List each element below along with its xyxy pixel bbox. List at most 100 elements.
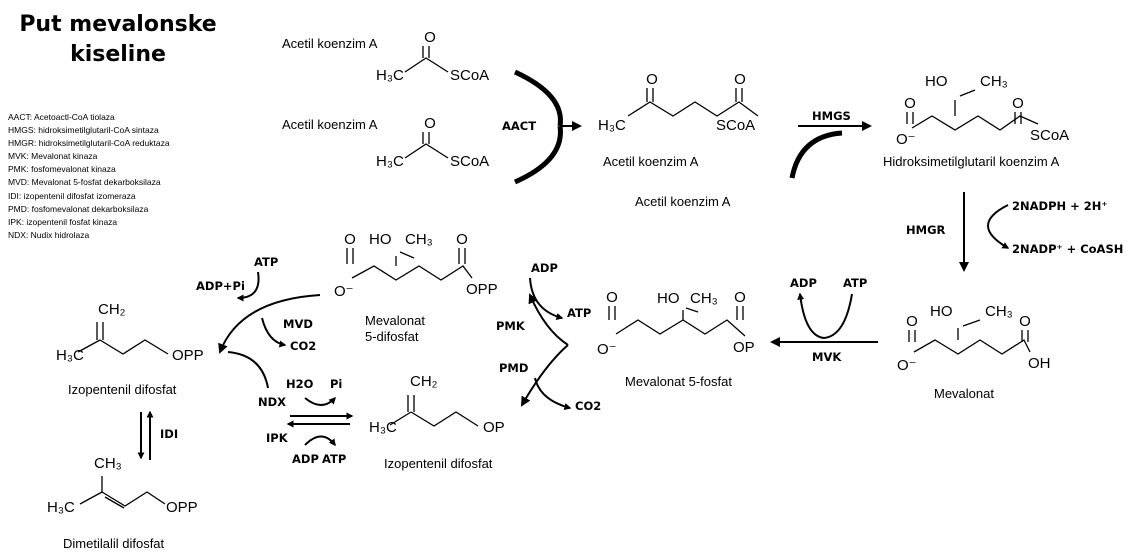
enzyme-label-ndx: NDX: [258, 395, 286, 409]
atom-label: O: [424, 115, 436, 132]
compound-label-acetyl-coa-1: Acetil koenzim A: [282, 36, 378, 51]
atom-label: O: [904, 95, 916, 112]
atom-label: O⁻: [597, 341, 617, 358]
atom-label: SCoA: [450, 67, 489, 84]
atom-label: O: [734, 71, 746, 88]
atom-label: OP: [733, 339, 755, 356]
acetyl-coa-1-structure: Acetil koenzim A O H₃C SCoA: [282, 29, 489, 84]
atom-label: HO: [930, 303, 953, 320]
atom-label: CH₃: [985, 303, 1013, 320]
atom-label: SCoA: [716, 117, 755, 134]
mevalonate-5-diphosphate-structure: HO CH₃ O O O⁻ OPP Mevalonat 5-difosfat: [334, 231, 498, 344]
cofactor-pmd-co2: CO2: [575, 399, 601, 413]
legend-item: AACT: Acetoactl-CoA tiolaza: [8, 112, 115, 122]
atom-label: H₃C: [598, 117, 626, 134]
atom-label: HO: [925, 73, 948, 90]
cofactor-ndx-pi: Pi: [330, 377, 342, 391]
enzyme-legend: AACT: Acetoactl-CoA tiolaza HMGS: hidrok…: [8, 111, 170, 242]
atom-label: OPP: [172, 347, 204, 364]
cofactor-pmk-adp: ADP: [531, 261, 558, 275]
legend-item: MVK: Mevalonat kinaza: [8, 151, 98, 162]
isopentenyl-phosphate-structure: CH₂ H₃C OP Izopentenil difosfat: [369, 373, 505, 471]
pmk-pmd-reaction-arrows: PMK PMD ADP ATP CO2: [496, 261, 601, 413]
cofactor-mvk-adp: ADP: [790, 276, 817, 290]
atom-label: O⁻: [897, 357, 917, 374]
legend-item: PMD: fosfomevalonat dekarboksilaza: [8, 203, 149, 214]
atom-label: CH₃: [690, 290, 718, 307]
enzyme-label-mvd: MVD: [283, 317, 313, 331]
legend-item: HMGR: hidroksimetilglutaril-CoA reduktaz…: [8, 138, 170, 149]
enzyme-label-mvk: MVK: [812, 350, 842, 364]
enzyme-label-hmgr: HMGR: [906, 223, 946, 237]
atom-label: O: [646, 71, 658, 88]
legend-item: NDX: Nudix hidrolaza: [8, 229, 90, 240]
enzyme-label-aact: AACT: [502, 119, 536, 133]
acetoacetyl-coa-structure: O O H₃C SCoA Acetil koenzim A Acetil koe…: [598, 71, 759, 209]
cofactor-ipk-adp: ADP: [292, 452, 319, 466]
cofactor-mvd-co2: CO2: [290, 339, 316, 353]
isopentenyl-diphosphate-structure: CH₂ H₃C OPP Izopentenil difosfat: [56, 301, 204, 397]
compound-label-ipp-left: Izopentenil difosfat: [68, 382, 177, 397]
compound-label-mev5pp-line1: Mevalonat: [365, 313, 425, 328]
atom-label: OPP: [466, 281, 498, 298]
atom-label: CH₃: [980, 73, 1008, 90]
atom-label: OPP: [166, 499, 198, 516]
atom-label: H₃C: [376, 153, 404, 170]
legend-item: MVD: Mevalonat 5-fosfat dekarboksilaza: [8, 177, 161, 188]
compound-label-mev5pp-line2: 5-difosfat: [365, 329, 419, 344]
compound-label-acetoacetyl-a: Acetil koenzim A: [603, 154, 699, 169]
cofactor-ndx-h2o: H2O: [286, 377, 314, 391]
cofactor-mvd-atp: ATP: [254, 255, 278, 269]
atom-label: O⁻: [334, 283, 354, 300]
page-title: Put mevalonske kiseline: [18, 10, 218, 70]
legend-item: PMK: fosfomevalonat kinaza: [8, 164, 116, 175]
atom-label: CH₃: [94, 455, 122, 472]
enzyme-label-ipk: IPK: [266, 431, 289, 445]
atom-label: H₃C: [376, 67, 404, 84]
mevalonate-structure: HO CH₃ O O O⁻ OH Mevalonat: [897, 303, 1051, 401]
enzyme-label-pmk: PMK: [496, 319, 526, 333]
atom-label: H₃C: [369, 419, 397, 436]
atom-label: SCoA: [1030, 127, 1069, 144]
legend-item: IDI: izopentenil difosfat izomeraza: [8, 190, 136, 201]
title-line-2: kiseline: [70, 42, 166, 67]
atom-label: OH: [1028, 355, 1051, 372]
cofactor-mvd-adp: ADP+Pi: [196, 279, 245, 293]
compound-label-acetoacetyl-b: Acetil koenzim A: [635, 194, 731, 209]
aact-reaction-arrow: AACT: [502, 69, 582, 185]
atom-label: O: [456, 231, 468, 248]
cofactor-ipk-atp: ATP: [322, 452, 346, 466]
mvk-reaction-arrow: MVK ADP ATP: [770, 276, 878, 364]
atom-label: HO: [657, 290, 680, 307]
compound-label-ipp-mid: Izopentenil difosfat: [384, 456, 493, 471]
atom-label: HO: [369, 231, 392, 248]
hmgr-reaction-arrow: HMGR 2NADPH + 2H⁺ 2NADP⁺ + CoASH: [906, 192, 1123, 272]
cofactor-nadp: 2NADP⁺ + CoASH: [1012, 242, 1123, 256]
cofactor-mvk-atp: ATP: [843, 276, 867, 290]
hmgs-reaction-arrow: HMGS: [789, 109, 872, 179]
atom-label: O: [424, 29, 436, 46]
atom-label: O⁻: [896, 131, 916, 148]
atom-label: CH₃: [405, 231, 433, 248]
enzyme-label-idi: IDI: [160, 427, 178, 441]
ndx-ipk-reaction-arrows: NDX IPK H2O Pi ADP ATP: [258, 377, 354, 466]
enzyme-label-hmgs: HMGS: [812, 109, 851, 123]
atom-label: O: [1012, 95, 1024, 112]
atom-label: O: [734, 289, 746, 306]
atom-label: CH₂: [410, 373, 438, 390]
legend-item: IPK: izopentenil fosfat kinaza: [8, 216, 118, 227]
atom-label: H₃C: [47, 499, 75, 516]
hmg-coa-structure: HO CH₃ O O O⁻ SCoA Hidroksimetilglutaril…: [883, 73, 1069, 169]
atom-label: O: [606, 289, 618, 306]
atom-label: H₃C: [56, 347, 84, 364]
dimethylallyl-diphosphate-structure: CH₃ H₃C OPP Dimetilalil difosfat: [47, 455, 198, 551]
mvd-reaction-arrow: MVD ATP ADP+Pi CO2: [196, 255, 321, 389]
atom-label: O: [906, 313, 918, 330]
legend-item: HMGS: hidroksimetilglutaril-CoA sintaza: [8, 125, 159, 136]
atom-label: OP: [483, 419, 505, 436]
atom-label: O: [344, 231, 356, 248]
idi-reaction-arrows: IDI: [137, 410, 178, 460]
atom-label: SCoA: [450, 153, 489, 170]
